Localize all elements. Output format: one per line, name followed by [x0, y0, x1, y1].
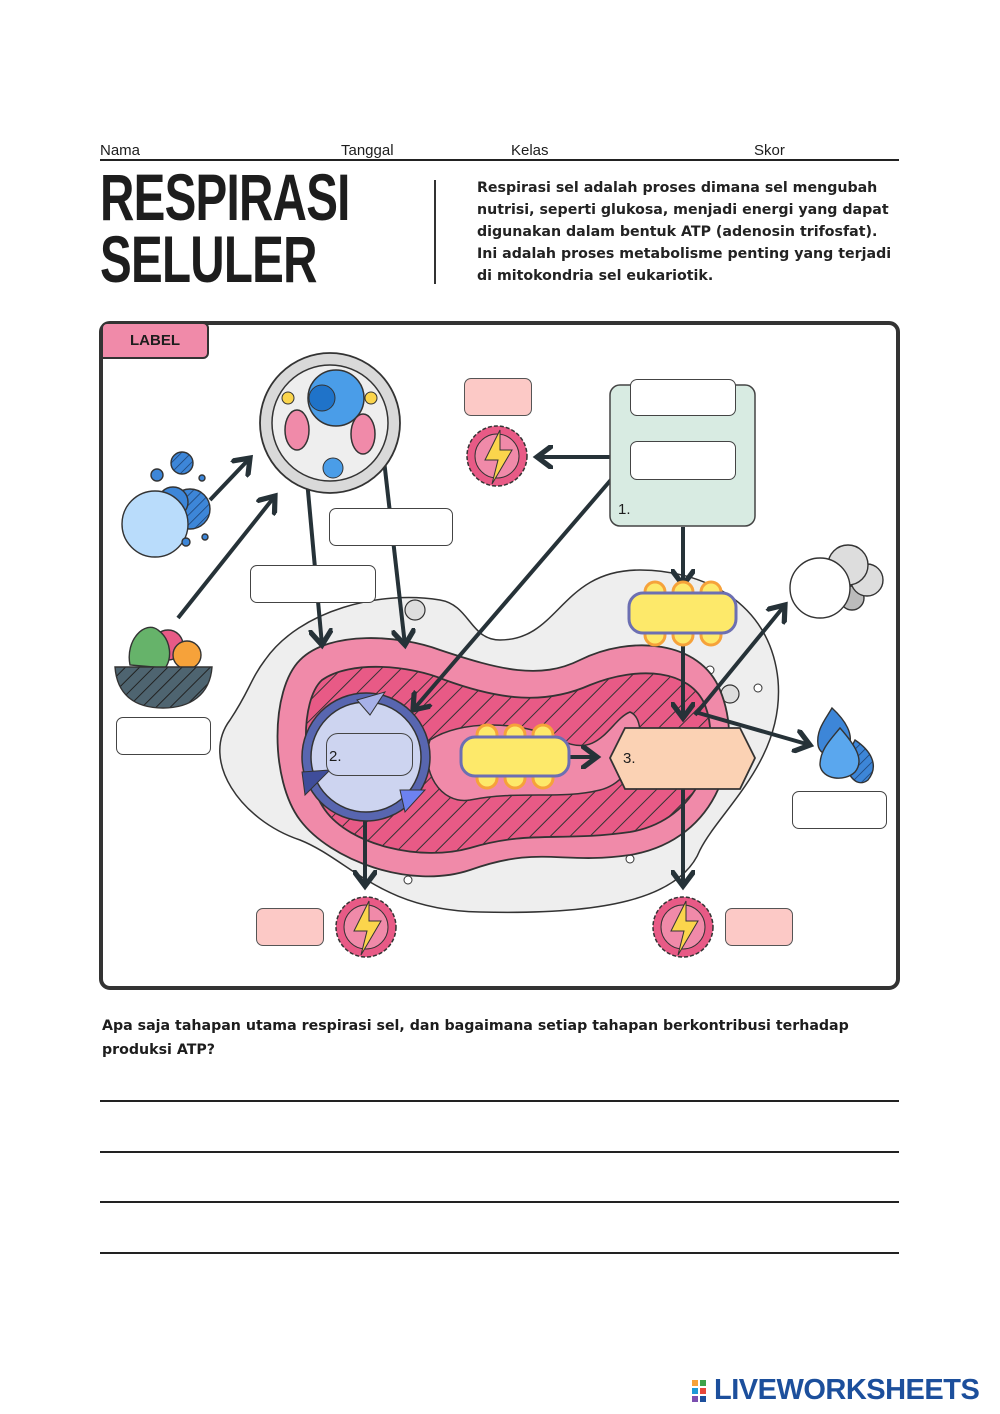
label-input-glycolysis-bottom[interactable]	[630, 441, 736, 480]
atp-input-2[interactable]	[256, 908, 324, 946]
label-input-krebs[interactable]	[326, 733, 413, 776]
answer-line-1[interactable]	[100, 1100, 899, 1102]
question-text: Apa saja tahapan utama respirasi sel, da…	[102, 1018, 849, 1058]
stage-3-number: 3.	[623, 750, 636, 767]
co2-icon	[789, 544, 884, 619]
score-label: Skor	[754, 142, 785, 159]
label-input-cell-left[interactable]	[250, 565, 376, 603]
cell-icon	[259, 352, 401, 494]
logo-text: LIVEWORKSHEETS	[714, 1374, 980, 1406]
stage-2-number: 2.	[329, 748, 342, 765]
atp-synthase-icon-1	[627, 580, 738, 647]
atp-energy-icon-2	[335, 896, 397, 958]
electron-transport-shape	[608, 727, 757, 790]
intro-paragraph: Respirasi sel adalah proses dimana sel m…	[477, 180, 892, 284]
label-input-food[interactable]	[116, 717, 211, 755]
logo-icon	[692, 1379, 706, 1402]
label-input-glycolysis-top[interactable]	[630, 379, 736, 416]
stage-1-number: 1.	[618, 501, 631, 518]
food-bowl-icon	[114, 626, 213, 709]
title-line-1: RESPIRASI	[100, 160, 350, 234]
label-input-cell-right[interactable]	[329, 508, 453, 546]
atp-input-3[interactable]	[725, 908, 793, 946]
class-label: Kelas	[511, 142, 549, 159]
answer-line-3[interactable]	[100, 1201, 899, 1203]
liveworksheets-logo: LIVEWORKSHEETS	[692, 1374, 980, 1407]
answer-line-4[interactable]	[100, 1252, 899, 1254]
water-drops-icon	[817, 706, 874, 784]
atp-energy-icon-1	[466, 425, 528, 487]
answer-line-2[interactable]	[100, 1151, 899, 1153]
label-tab: LABEL	[101, 322, 209, 359]
name-label: Nama	[100, 142, 141, 159]
glucose-icon	[121, 451, 211, 558]
label-input-water[interactable]	[792, 791, 887, 829]
header-divider	[100, 159, 899, 161]
title-separator	[434, 180, 436, 284]
respiration-diagram	[99, 321, 900, 990]
atp-synthase-icon-2	[459, 723, 571, 790]
atp-input-1[interactable]	[464, 378, 532, 416]
date-label: Tanggal	[341, 142, 394, 159]
atp-energy-icon-3	[652, 896, 714, 958]
title-line-2: SELULER	[100, 222, 317, 296]
page-title: RESPIRASI SELULER	[100, 160, 350, 296]
